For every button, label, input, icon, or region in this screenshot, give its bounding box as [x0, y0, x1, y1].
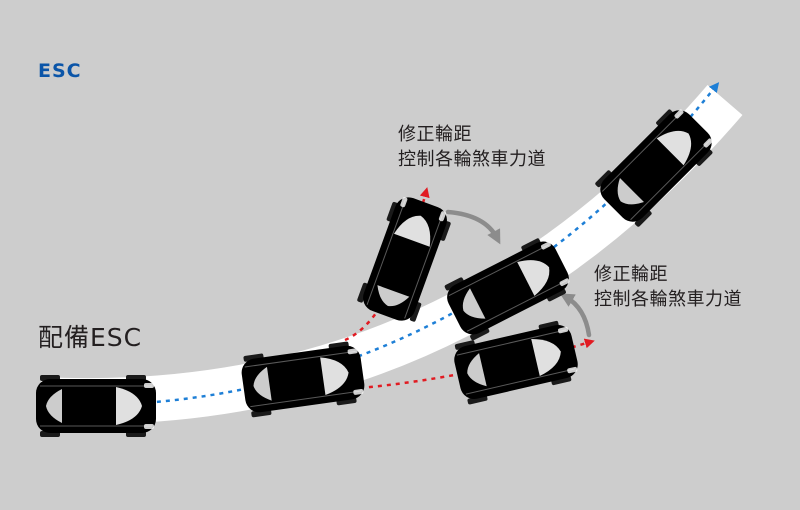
correction-note-line: 修正輪距: [398, 124, 472, 145]
correction-arrow-lower: [559, 293, 592, 338]
drift-path-lower: [359, 338, 595, 390]
correction-note-upper: 修正輪距 控制各輪煞車力道: [398, 122, 546, 172]
correction-arrow-upper: [445, 209, 501, 245]
brand-label: ESC: [38, 60, 82, 82]
correction-note-line: 修正輪距: [594, 264, 668, 285]
stable-car-1: [35, 374, 157, 438]
correction-note-lower: 修正輪距 控制各輪煞車力道: [594, 262, 742, 312]
correction-note-line: 控制各輪煞車力道: [594, 289, 742, 310]
correction-note-line: 控制各輪煞車力道: [398, 149, 546, 170]
caption: 配備ESC: [38, 323, 143, 352]
